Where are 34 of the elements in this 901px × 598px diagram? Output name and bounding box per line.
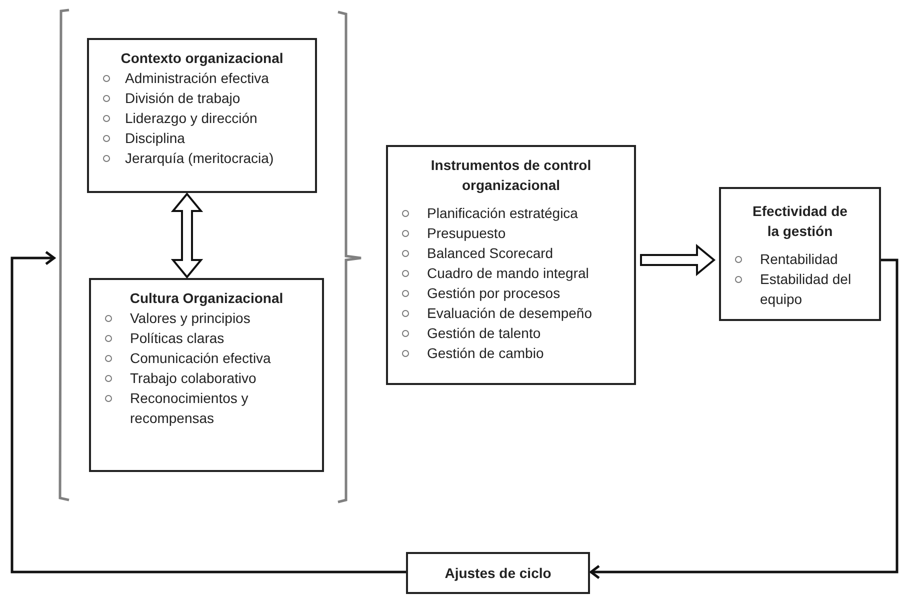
list-item: División de trabajo [125,89,242,108]
list-item: Valores y principios [130,309,252,328]
box-heading: Efectividad de la gestión [752,202,848,241]
list-item: Comunicación efectiva [130,349,272,368]
list-item: Liderazgo y dirección [125,109,258,128]
box-heading: Instrumentos de control organizacional [430,156,592,195]
box-heading: Contexto organizacional [120,49,284,68]
text-box [87,38,317,193]
block-arrow [170,192,204,279]
text-box [406,552,590,594]
arrow [590,258,898,580]
block-arrow [640,244,716,276]
list-item: Presupuesto [427,224,507,243]
list-item: Disciplina [125,129,186,148]
box-heading: Cultura Organizacional [128,289,284,308]
list-item: Trabajo colaborativo [130,369,258,388]
text-box [89,278,324,472]
list-item: Gestión de cambio [427,344,545,363]
list-item: Políticas claras [130,329,226,348]
box-heading: Ajustes de ciclo [444,564,552,583]
list-item: Balanced Scorecard [427,244,554,263]
list-item: Gestión por procesos [427,284,562,303]
text-box [386,145,636,385]
list-item: Planificación estratégica [427,204,579,223]
list-item: Rentabilidad [760,250,839,269]
list-item: Reconocimientos y recompensas [130,389,250,428]
text-box [719,187,881,321]
list-item: Cuadro de mando integral [427,264,590,283]
list-item: Gestión de talento [427,324,542,343]
list-item: Estabilidad del equipo [760,270,852,309]
list-item: Jerarquía (meritocracia) [125,149,275,168]
arrow [10,250,406,574]
list-item: Evaluación de desempeño [427,304,594,323]
list-item: Administración efectiva [125,69,270,88]
